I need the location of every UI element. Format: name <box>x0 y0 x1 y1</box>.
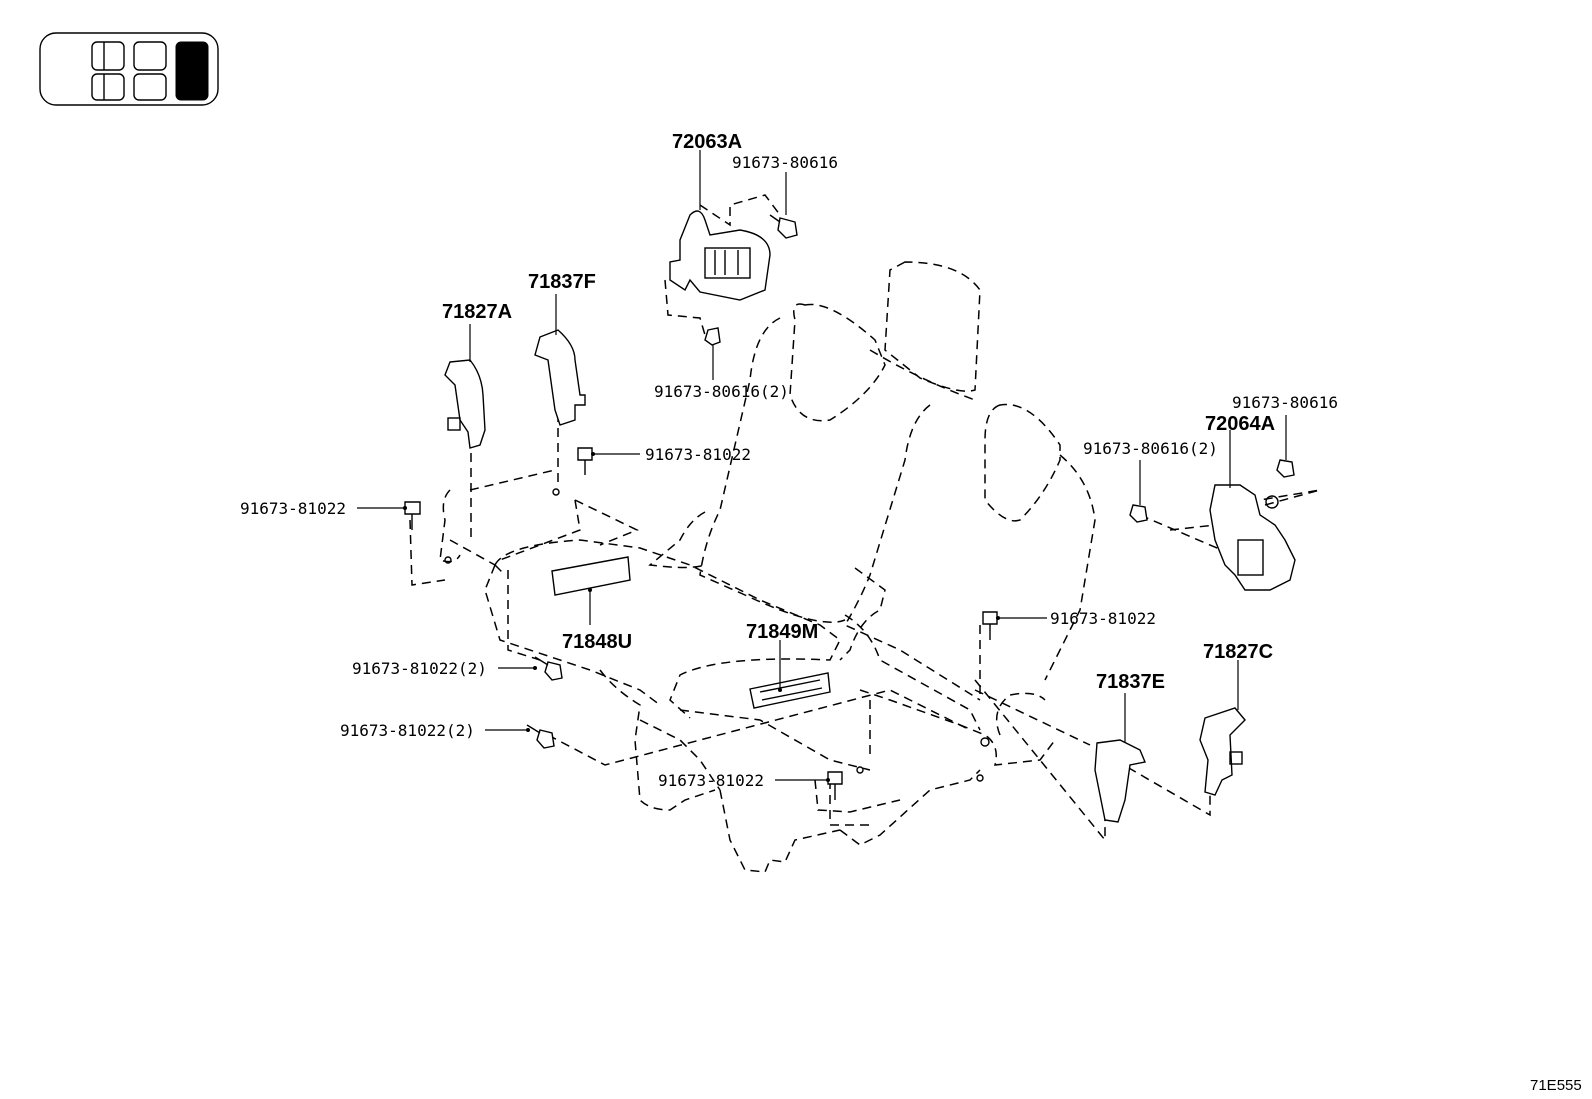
bolt-80616-right <box>1276 459 1295 478</box>
label-91673-80616-top: 91673-80616 <box>732 153 838 172</box>
label-71827A: 71827A <box>442 301 512 323</box>
part-71827C-cover <box>1199 707 1246 796</box>
label-72063A: 72063A <box>672 131 742 153</box>
bolt-80616-top <box>769 214 798 239</box>
label-91673-81022-a: 91673-81022 <box>645 445 751 464</box>
label-71837F: 71837F <box>528 271 596 293</box>
rear-seat-outline <box>439 261 1096 873</box>
label-91673-80616-2-left: 91673-80616(2) <box>654 382 789 401</box>
bolt-80616x2-right <box>1129 504 1148 523</box>
bolt-81022-a <box>577 447 593 475</box>
label-91673-81022-b: 91673-81022 <box>240 499 346 518</box>
label-71827C: 71827C <box>1203 641 1273 663</box>
connection-lines <box>409 194 1321 843</box>
part-72064A-bracket <box>1209 484 1296 591</box>
bolt-81022x2-a <box>534 656 563 681</box>
label-71837E: 71837E <box>1096 671 1165 693</box>
label-91673-81022-2-a: 91673-81022(2) <box>352 659 487 678</box>
label-91673-81022-c: 91673-81022 <box>658 771 764 790</box>
leader-lines <box>357 150 1287 781</box>
seat-row-locator-icon <box>39 32 219 106</box>
bolt-81022-b <box>404 501 421 530</box>
part-71848U-pad <box>551 556 631 596</box>
diagram-code: 71E555 <box>1530 1077 1582 1094</box>
leader-dots <box>403 452 1000 782</box>
label-71848U: 71848U <box>562 631 632 653</box>
bolt-81022x2-b <box>526 724 555 749</box>
bolt-81022-d <box>982 611 998 640</box>
label-72064A: 72064A <box>1205 413 1275 435</box>
part-71827A-cover <box>444 359 486 449</box>
label-91673-80616-right: 91673-80616 <box>1232 393 1338 412</box>
part-72063A-bracket <box>669 210 771 301</box>
label-91673-81022-d: 91673-81022 <box>1050 609 1156 628</box>
part-71849M-pad <box>749 672 831 709</box>
label-91673-80616-2-right: 91673-80616(2) <box>1083 439 1218 458</box>
bolt-81022-c <box>827 771 843 800</box>
part-71837E-cover <box>1094 739 1146 823</box>
label-91673-81022-2-b: 91673-81022(2) <box>340 721 475 740</box>
part-71837F-cover <box>534 329 586 426</box>
label-71849M: 71849M <box>746 621 818 643</box>
bolt-80616-left <box>704 327 721 346</box>
